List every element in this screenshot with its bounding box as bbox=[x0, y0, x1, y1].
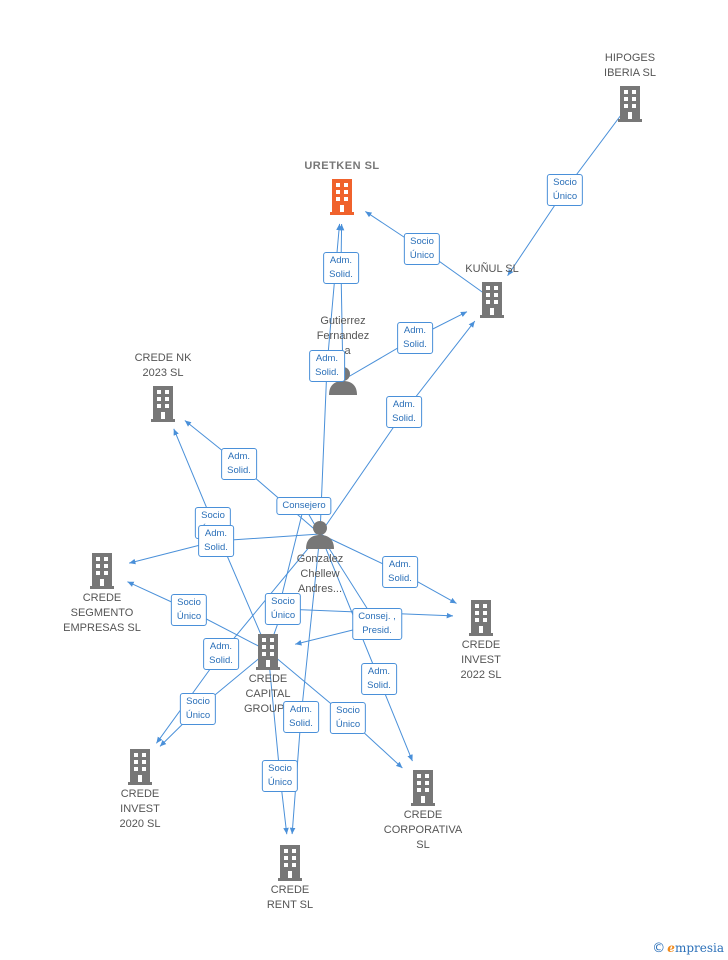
edge-label[interactable]: Adm. Solid. bbox=[283, 701, 319, 733]
building-icon[interactable] bbox=[330, 179, 354, 215]
edge-label[interactable]: Socio Único bbox=[170, 594, 208, 626]
edge-label[interactable]: Socio Único bbox=[179, 693, 217, 725]
building-icon[interactable] bbox=[618, 86, 642, 122]
edge-label[interactable]: Adm. Solid. bbox=[323, 252, 359, 284]
brand-name: mpresia bbox=[674, 941, 724, 955]
building-icon[interactable] bbox=[411, 770, 435, 806]
node-label-invest2022[interactable]: CREDE INVEST 2022 SL bbox=[460, 639, 502, 681]
edge-label[interactable]: Socio Único bbox=[403, 233, 441, 265]
node-label-hipoges[interactable]: HIPOGES IBERIA SL bbox=[604, 52, 656, 79]
edge-label[interactable]: Adm. Solid. bbox=[203, 638, 239, 670]
edge-label[interactable]: Adm. Solid. bbox=[386, 396, 422, 428]
footer-brand: ©empresia bbox=[652, 941, 724, 956]
edge-label[interactable]: Socio Único bbox=[329, 702, 367, 734]
node-label-uretken[interactable]: URETKEN SL bbox=[304, 160, 380, 172]
node-label-kunul[interactable]: KUÑUL SL bbox=[465, 263, 519, 275]
brand-initial: e bbox=[667, 941, 675, 955]
edge-label[interactable]: Adm. Solid. bbox=[382, 556, 418, 588]
copyright-icon: © bbox=[652, 941, 666, 956]
edge-label[interactable]: Adm. Solid. bbox=[361, 663, 397, 695]
edge-label[interactable]: Socio Único bbox=[261, 760, 299, 792]
node-label-corporativa[interactable]: CREDE CORPORATIVA SL bbox=[383, 809, 463, 851]
node-label-gonzalez[interactable]: Gonzalez Chellew Andres... bbox=[296, 553, 344, 595]
edge-label[interactable]: Adm. Solid. bbox=[397, 322, 433, 354]
edge-label[interactable]: Adm. Solid. bbox=[221, 448, 257, 480]
node-label-rent[interactable]: CREDE RENT SL bbox=[266, 884, 314, 911]
building-icon[interactable] bbox=[128, 749, 152, 785]
edge-label[interactable]: Adm. Solid. bbox=[309, 350, 345, 382]
edge-label[interactable]: Adm. Solid. bbox=[198, 525, 234, 557]
edge-label[interactable]: Consejero bbox=[276, 497, 332, 515]
edge-label[interactable]: Consej. , Presid. bbox=[352, 608, 402, 640]
building-icon[interactable] bbox=[278, 845, 302, 881]
node-label-capital[interactable]: CREDE CAPITAL GROUP... bbox=[243, 673, 293, 715]
building-icon[interactable] bbox=[151, 386, 175, 422]
node-label-credenk[interactable]: CREDE NK 2023 SL bbox=[134, 352, 192, 379]
building-icon[interactable] bbox=[480, 282, 504, 318]
node-label-segmento[interactable]: CREDE SEGMENTO EMPRESAS SL bbox=[63, 592, 141, 634]
building-icon[interactable] bbox=[469, 600, 493, 636]
edge-label[interactable]: Socio Único bbox=[264, 593, 302, 625]
building-icon[interactable] bbox=[90, 553, 114, 589]
node-label-gutierrez[interactable]: Gutierrez Fernandez ...a bbox=[316, 315, 370, 357]
node-label-invest2020[interactable]: CREDE INVEST 2020 SL bbox=[119, 788, 161, 830]
edge-label[interactable]: Socio Único bbox=[546, 174, 584, 206]
building-icon[interactable] bbox=[256, 634, 280, 670]
